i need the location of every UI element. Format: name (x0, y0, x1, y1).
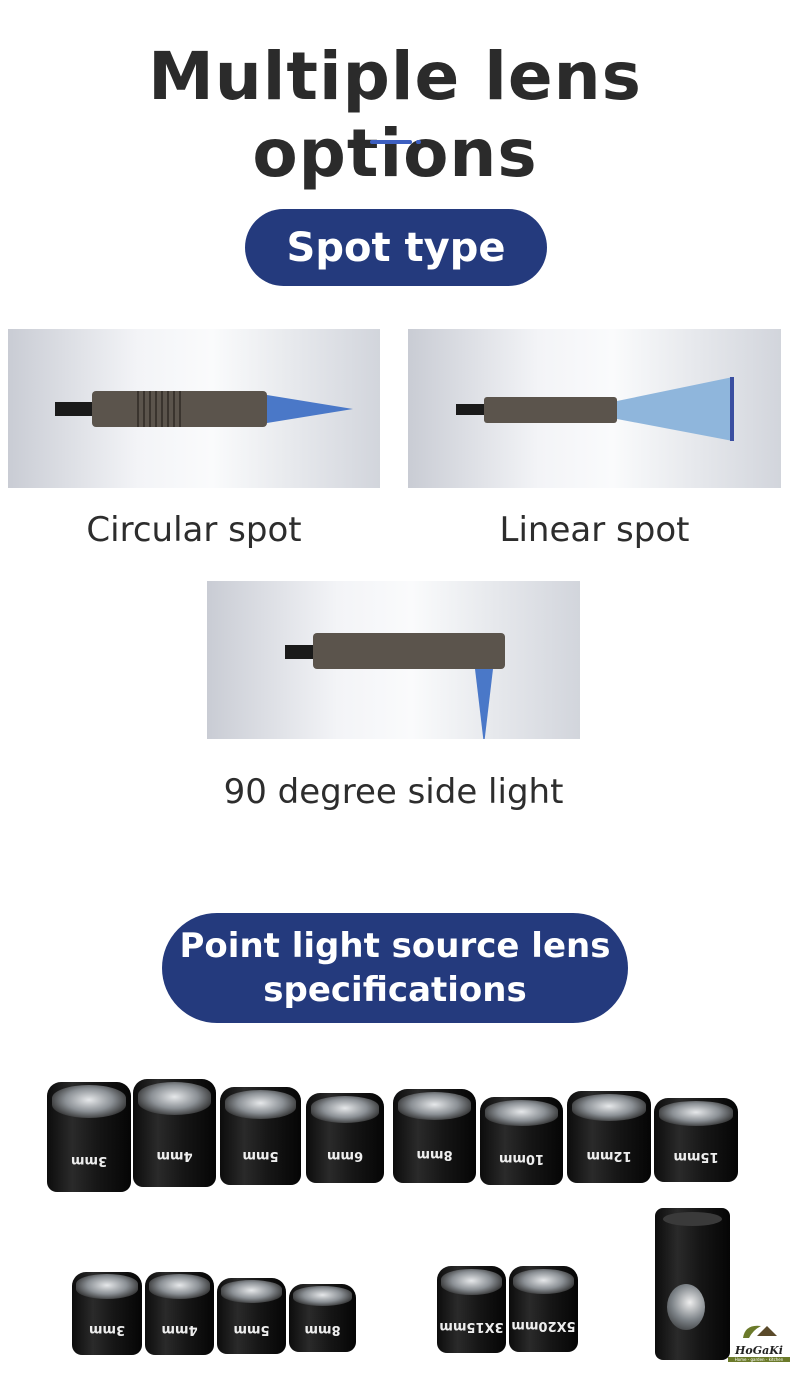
lens-glass (441, 1268, 502, 1295)
lens-row2-1: 3mm (72, 1272, 142, 1355)
lens-glass (659, 1100, 733, 1126)
lens-glass (513, 1268, 574, 1295)
lens-size-label: 5X20mm (511, 1318, 576, 1334)
lens-row2-6: 5X20mm (509, 1266, 578, 1352)
lens-glass (221, 1280, 282, 1304)
lens-size-label: 8mm (304, 1322, 341, 1338)
lens-specifications-badge: Point light source lens specifications (162, 913, 628, 1023)
lens-glass (224, 1089, 297, 1120)
circular-spot-caption: Circular spot (86, 510, 302, 550)
lens-glass (310, 1095, 380, 1123)
lens-row2-5: 3X15mm (437, 1266, 506, 1353)
circular-spot-image (8, 329, 380, 488)
lens-glass (137, 1082, 212, 1115)
lens-row2-2: 4mm (145, 1272, 214, 1355)
lens-glass (149, 1274, 210, 1300)
lens-glass (484, 1099, 559, 1127)
lens-row1-6: 10mm (480, 1097, 563, 1185)
lens-glass (76, 1274, 138, 1300)
side-light-caption: 90 degree side light (223, 772, 564, 812)
hogaki-logo: HoGaKi Home - garden - kitchen (728, 1322, 790, 1362)
lens-size-label: 8mm (416, 1147, 453, 1163)
title-underline (370, 140, 412, 144)
lens-size-label: 10mm (498, 1150, 545, 1166)
lens-size-label: 4mm (161, 1321, 198, 1337)
lens-size-label: 4mm (156, 1148, 193, 1164)
lens-size-label: 3X15mm (439, 1318, 504, 1334)
lens-size-label: 6mm (326, 1148, 364, 1164)
lens-row1-4: 6mm (306, 1093, 384, 1183)
lens-size-label: 5mm (242, 1148, 279, 1164)
title-underline-dot (416, 140, 421, 144)
lens-row1-3: 5mm (220, 1087, 301, 1185)
lens-glass (572, 1093, 646, 1122)
page-title: Multiple lens options (148, 38, 642, 192)
spot-type-badge: Spot type (245, 209, 547, 286)
lens-glass (293, 1286, 352, 1307)
lens-size-label: 3mm (70, 1152, 108, 1168)
lens-size-label: 12mm (586, 1147, 632, 1163)
lens-row2-4: 8mm (289, 1284, 356, 1352)
linear-spot-caption: Linear spot (499, 510, 690, 550)
lens-row2-3: 5mm (217, 1278, 286, 1354)
side-light-tube-lens (655, 1208, 730, 1360)
lens-row1-1: 3mm (47, 1082, 131, 1192)
lens-size-label: 5mm (233, 1322, 270, 1338)
badge-line-1: Point light source lens (179, 926, 611, 966)
lens-row1-8: 15mm (654, 1098, 738, 1182)
lens-size-label: 15mm (673, 1148, 719, 1164)
lens-row1-5: 8mm (393, 1089, 476, 1183)
logo-tagline: Home - garden - kitchen (728, 1357, 790, 1362)
linear-spot-image (408, 329, 781, 488)
lens-glass (52, 1085, 126, 1119)
badge-line-2: specifications (263, 970, 527, 1010)
lens-glass (397, 1091, 472, 1120)
lens-size-label: 3mm (88, 1321, 126, 1337)
logo-name: HoGaKi (735, 1344, 783, 1357)
lens-row1-2: 4mm (133, 1079, 216, 1187)
side-light-image (207, 581, 580, 739)
lens-row1-7: 12mm (567, 1091, 651, 1183)
